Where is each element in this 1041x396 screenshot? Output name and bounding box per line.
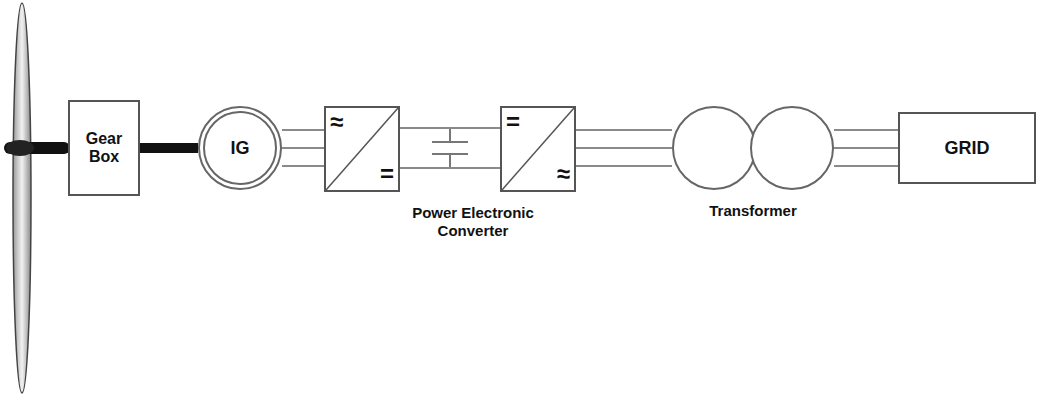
transformer-windings [672,106,834,190]
dc-link-capacitor [432,128,468,168]
dc-link-wires [400,128,500,168]
node-label: Gear Box [74,130,134,167]
rotor-blade [13,3,31,393]
rectifier-box: ≈= [324,106,400,192]
conversion-symbol: = [506,108,520,136]
induction-generator: IG [198,106,282,190]
three-phase-wires [834,130,898,166]
conversion-symbol: = [380,160,394,188]
transformer: Transformer [672,106,834,252]
grid-box: GRID [898,112,1036,184]
drive-shaft [140,148,198,149]
three-phase-wires [576,130,672,166]
conversion-symbol: ≈ [330,108,343,136]
component-caption: Power Electronic Converter [408,204,538,240]
rotor-hub [6,140,34,156]
node-label: IG [230,138,249,159]
gearbox-box: Gear Box [68,100,140,196]
node-label: GRID [945,138,990,159]
conversion-symbol: ≈ [557,160,570,188]
node-label: Transformer [709,202,797,219]
inverter-box: =≈ [500,106,576,192]
three-phase-wires [282,130,324,166]
